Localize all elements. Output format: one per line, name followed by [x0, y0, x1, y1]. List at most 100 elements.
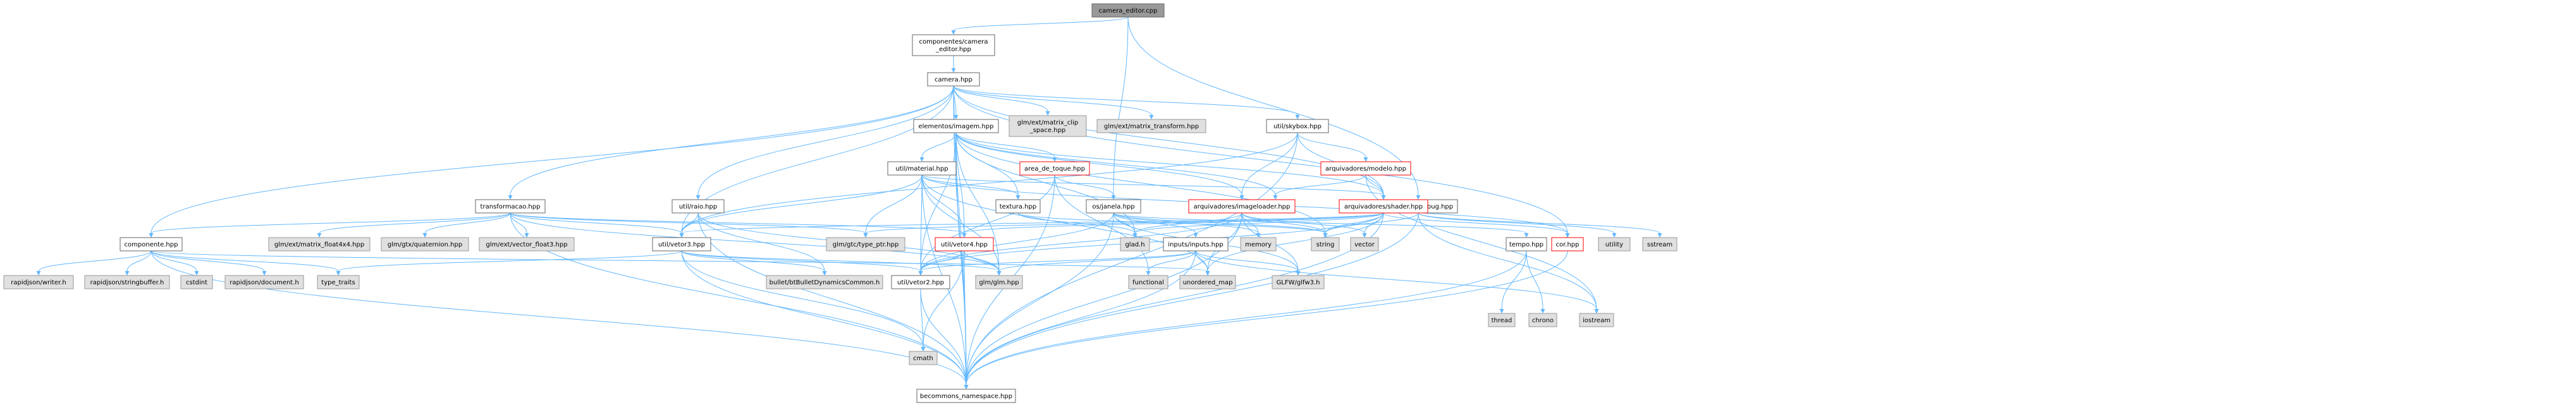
edge-util_vetor3_hpp-to-cmath — [681, 250, 924, 348]
edge-arrowhead — [1295, 115, 1300, 119]
edge-arrowhead — [36, 271, 41, 276]
node-camera-editor-cpp[interactable]: camera_editor.cpp — [1091, 3, 1165, 18]
edge-inputs_inputs_hpp-to-GLFW_glfw3_h — [1195, 250, 1299, 272]
node-label: util/raio.hpp — [679, 203, 717, 210]
node-label: functional — [1132, 279, 1164, 286]
node-cor-hpp[interactable]: cor.hpp — [1551, 237, 1584, 251]
node-label: _space.hpp — [1029, 127, 1066, 134]
edge-arquivadores_imageloader_hpp-to-vector — [1241, 212, 1365, 234]
node-util-material-hpp[interactable]: util/material.hpp — [887, 161, 957, 176]
edge-arquivadores_imageloader_hpp-to-memory — [1241, 212, 1259, 234]
edge-arquivadores_shader_hpp-to-glm_gtc_type_ptr_hpp — [865, 212, 1384, 234]
edge-camera_editor_cpp-to-componentes_camera_editor_hpp — [953, 16, 1129, 31]
node-area-de-toque-hpp[interactable]: area_de_toque.hpp — [1019, 161, 1090, 176]
edge-arquivadores_imageloader_hpp-to-glad_h — [1134, 212, 1242, 234]
node-os-janela-hpp[interactable]: os/janela.hpp — [1086, 199, 1141, 214]
edge-arrowhead — [1363, 157, 1368, 162]
node-label: transformacao.hpp — [481, 203, 541, 210]
edge-textura_hpp-to-glad_h — [1017, 212, 1136, 234]
node-camera-hpp[interactable]: camera.hpp — [927, 72, 980, 87]
edge-arquivadores_modelo_hpp-to-filesystem — [1275, 174, 1366, 196]
node-textura-hpp[interactable]: textura.hpp — [995, 199, 1041, 214]
node-label: inputs/inputs.hpp — [1168, 241, 1223, 248]
node-glm-gtx-quaternion-hpp: glm/gtx/quaternion.hpp — [381, 237, 469, 251]
node-box — [1091, 3, 1165, 18]
edge-arrowhead — [1239, 195, 1244, 200]
edge-transformacao_hpp-to-glm_gtc_type_ptr_hpp — [510, 212, 866, 234]
edge-arrowhead — [997, 271, 1002, 276]
edge-inputs_inputs_hpp-to-functional — [1148, 250, 1196, 272]
node-label: util/skybox.hpp — [1273, 123, 1322, 130]
node-elementos-imagem-hpp[interactable]: elementos/imagem.hpp — [913, 119, 999, 133]
node-box — [1642, 237, 1677, 251]
edge-arrowhead — [954, 115, 959, 119]
node-arquivadores-shader-hpp[interactable]: arquivadores/shader.hpp — [1339, 199, 1428, 214]
node-util-vetor2-hpp[interactable]: util/vetor2.hpp — [891, 275, 950, 289]
node-label: rapidjson/writer.h — [11, 279, 66, 286]
edge-arrowhead — [1323, 233, 1328, 238]
node-box — [1488, 313, 1516, 327]
node-util-vetor4-hpp[interactable]: util/vetor4.hpp — [935, 237, 994, 251]
node-memory: memory — [1240, 237, 1277, 251]
edge-arquivadores_shader_hpp-to-util_vetor4_hpp — [964, 212, 1384, 234]
node-transformacao-hpp[interactable]: transformacao.hpp — [475, 199, 546, 214]
node-label: bullet/btBulletDynamicsCommon.h — [770, 279, 880, 286]
node-thread: thread — [1488, 313, 1516, 327]
edge-util_vetor4_hpp-to-becommons_namespace_hpp — [964, 250, 967, 385]
edge-area_de_toque_hpp-to-os_janela_hpp — [1054, 174, 1114, 196]
edge-inputs_inputs_hpp-to-iostream — [1195, 250, 1597, 310]
edge-util_material_hpp-to-util_vetor3_hpp — [681, 174, 923, 234]
edge-arrowhead — [194, 271, 199, 276]
node-box — [1240, 237, 1277, 251]
node-glm-glm-hpp: glm/glm.hpp — [975, 275, 1023, 289]
edge-arquivadores_shader_hpp-to-string — [1325, 212, 1384, 234]
edge-arrowhead — [1540, 309, 1545, 313]
edge-elementos_imagem_hpp-to-glad_h — [955, 132, 1136, 234]
node-util-vetor3-hpp[interactable]: util/vetor3.hpp — [652, 237, 711, 251]
edge-arrowhead — [918, 271, 923, 276]
edge-arrowhead — [524, 233, 529, 238]
node-util-raio-hpp[interactable]: util/raio.hpp — [672, 199, 725, 214]
edge-transformacao_hpp-to-componente_hpp — [150, 212, 511, 234]
edge-util_material_hpp-to-unordered_map — [921, 174, 1208, 272]
node-box — [1506, 237, 1547, 251]
edge-util_material_hpp-to-arquivadores_shader_hpp — [921, 174, 1384, 196]
edge-arrowhead — [1256, 233, 1261, 238]
edge-depuracao_debug_hpp-to-string — [1325, 212, 1419, 234]
edge-util_vetor3_hpp-to-becommons_namespace_hpp — [681, 250, 967, 385]
edge-camera_hpp-to-util_skybox_hpp — [953, 85, 1298, 116]
edge-arrowhead — [1146, 271, 1151, 276]
edge-transformacao_hpp-to-util_vetor4_hpp — [510, 212, 965, 234]
node-componente-hpp[interactable]: componente.hpp — [120, 237, 183, 251]
node-box — [891, 275, 950, 289]
edge-arquivadores_shader_hpp-to-util_vetor3_hpp — [681, 212, 1384, 234]
edge-camera_hpp-to-glm_ext_matrix_transform_hpp — [953, 85, 1152, 116]
edge-util_raio_hpp-to-bullet_btBulletDynamicsCommon_h — [697, 212, 825, 272]
node-sstream: sstream — [1642, 237, 1677, 251]
node-GLFW-glfw3-h: GLFW/glfw3.h — [1272, 275, 1325, 289]
edge-elementos_imagem_hpp-to-area_de_toque_hpp — [955, 132, 1055, 158]
node-box — [317, 275, 360, 289]
node-box — [224, 275, 304, 289]
node-box — [1311, 237, 1340, 251]
node-becommons-namespace-hpp[interactable]: becommons_namespace.hpp — [916, 389, 1016, 403]
edge-arrowhead — [1273, 195, 1278, 200]
edge-transformacao_hpp-to-glm_glm_hpp — [510, 212, 1000, 272]
node-arquivadores-modelo-hpp[interactable]: arquivadores/modelo.hpp — [1320, 161, 1411, 176]
node-util-skybox-hpp[interactable]: util/skybox.hpp — [1266, 119, 1329, 133]
node-componentes-camera-editor-hpp[interactable]: componentes/camera_editor.hpp — [912, 34, 995, 56]
node-tempo-hpp[interactable]: tempo.hpp — [1506, 237, 1547, 251]
node-box — [1096, 119, 1206, 133]
edge-arquivadores_imageloader_hpp-to-string — [1241, 212, 1326, 234]
node-box — [935, 237, 994, 251]
edge-arrowhead — [696, 195, 701, 200]
edge-depuracao_debug_hpp-to-sstream — [1418, 212, 1660, 234]
node-inputs-inputs-hpp[interactable]: inputs/inputs.hpp — [1163, 237, 1229, 251]
edge-arrowhead — [1565, 233, 1570, 238]
edge-depuracao_debug_hpp-to-iostream — [1418, 212, 1597, 310]
edge-util_vetor2_hpp-to-becommons_namespace_hpp — [920, 288, 967, 385]
node-arquivadores-imageloader-hpp[interactable]: arquivadores/imageloader.hpp — [1188, 199, 1296, 214]
node-box — [381, 237, 469, 251]
edge-transformacao_hpp-to-glm_ext_vector_float3_hpp — [510, 212, 527, 234]
graph-nodes: camera_editor.cpp componentes/camera_edit… — [3, 3, 1677, 403]
